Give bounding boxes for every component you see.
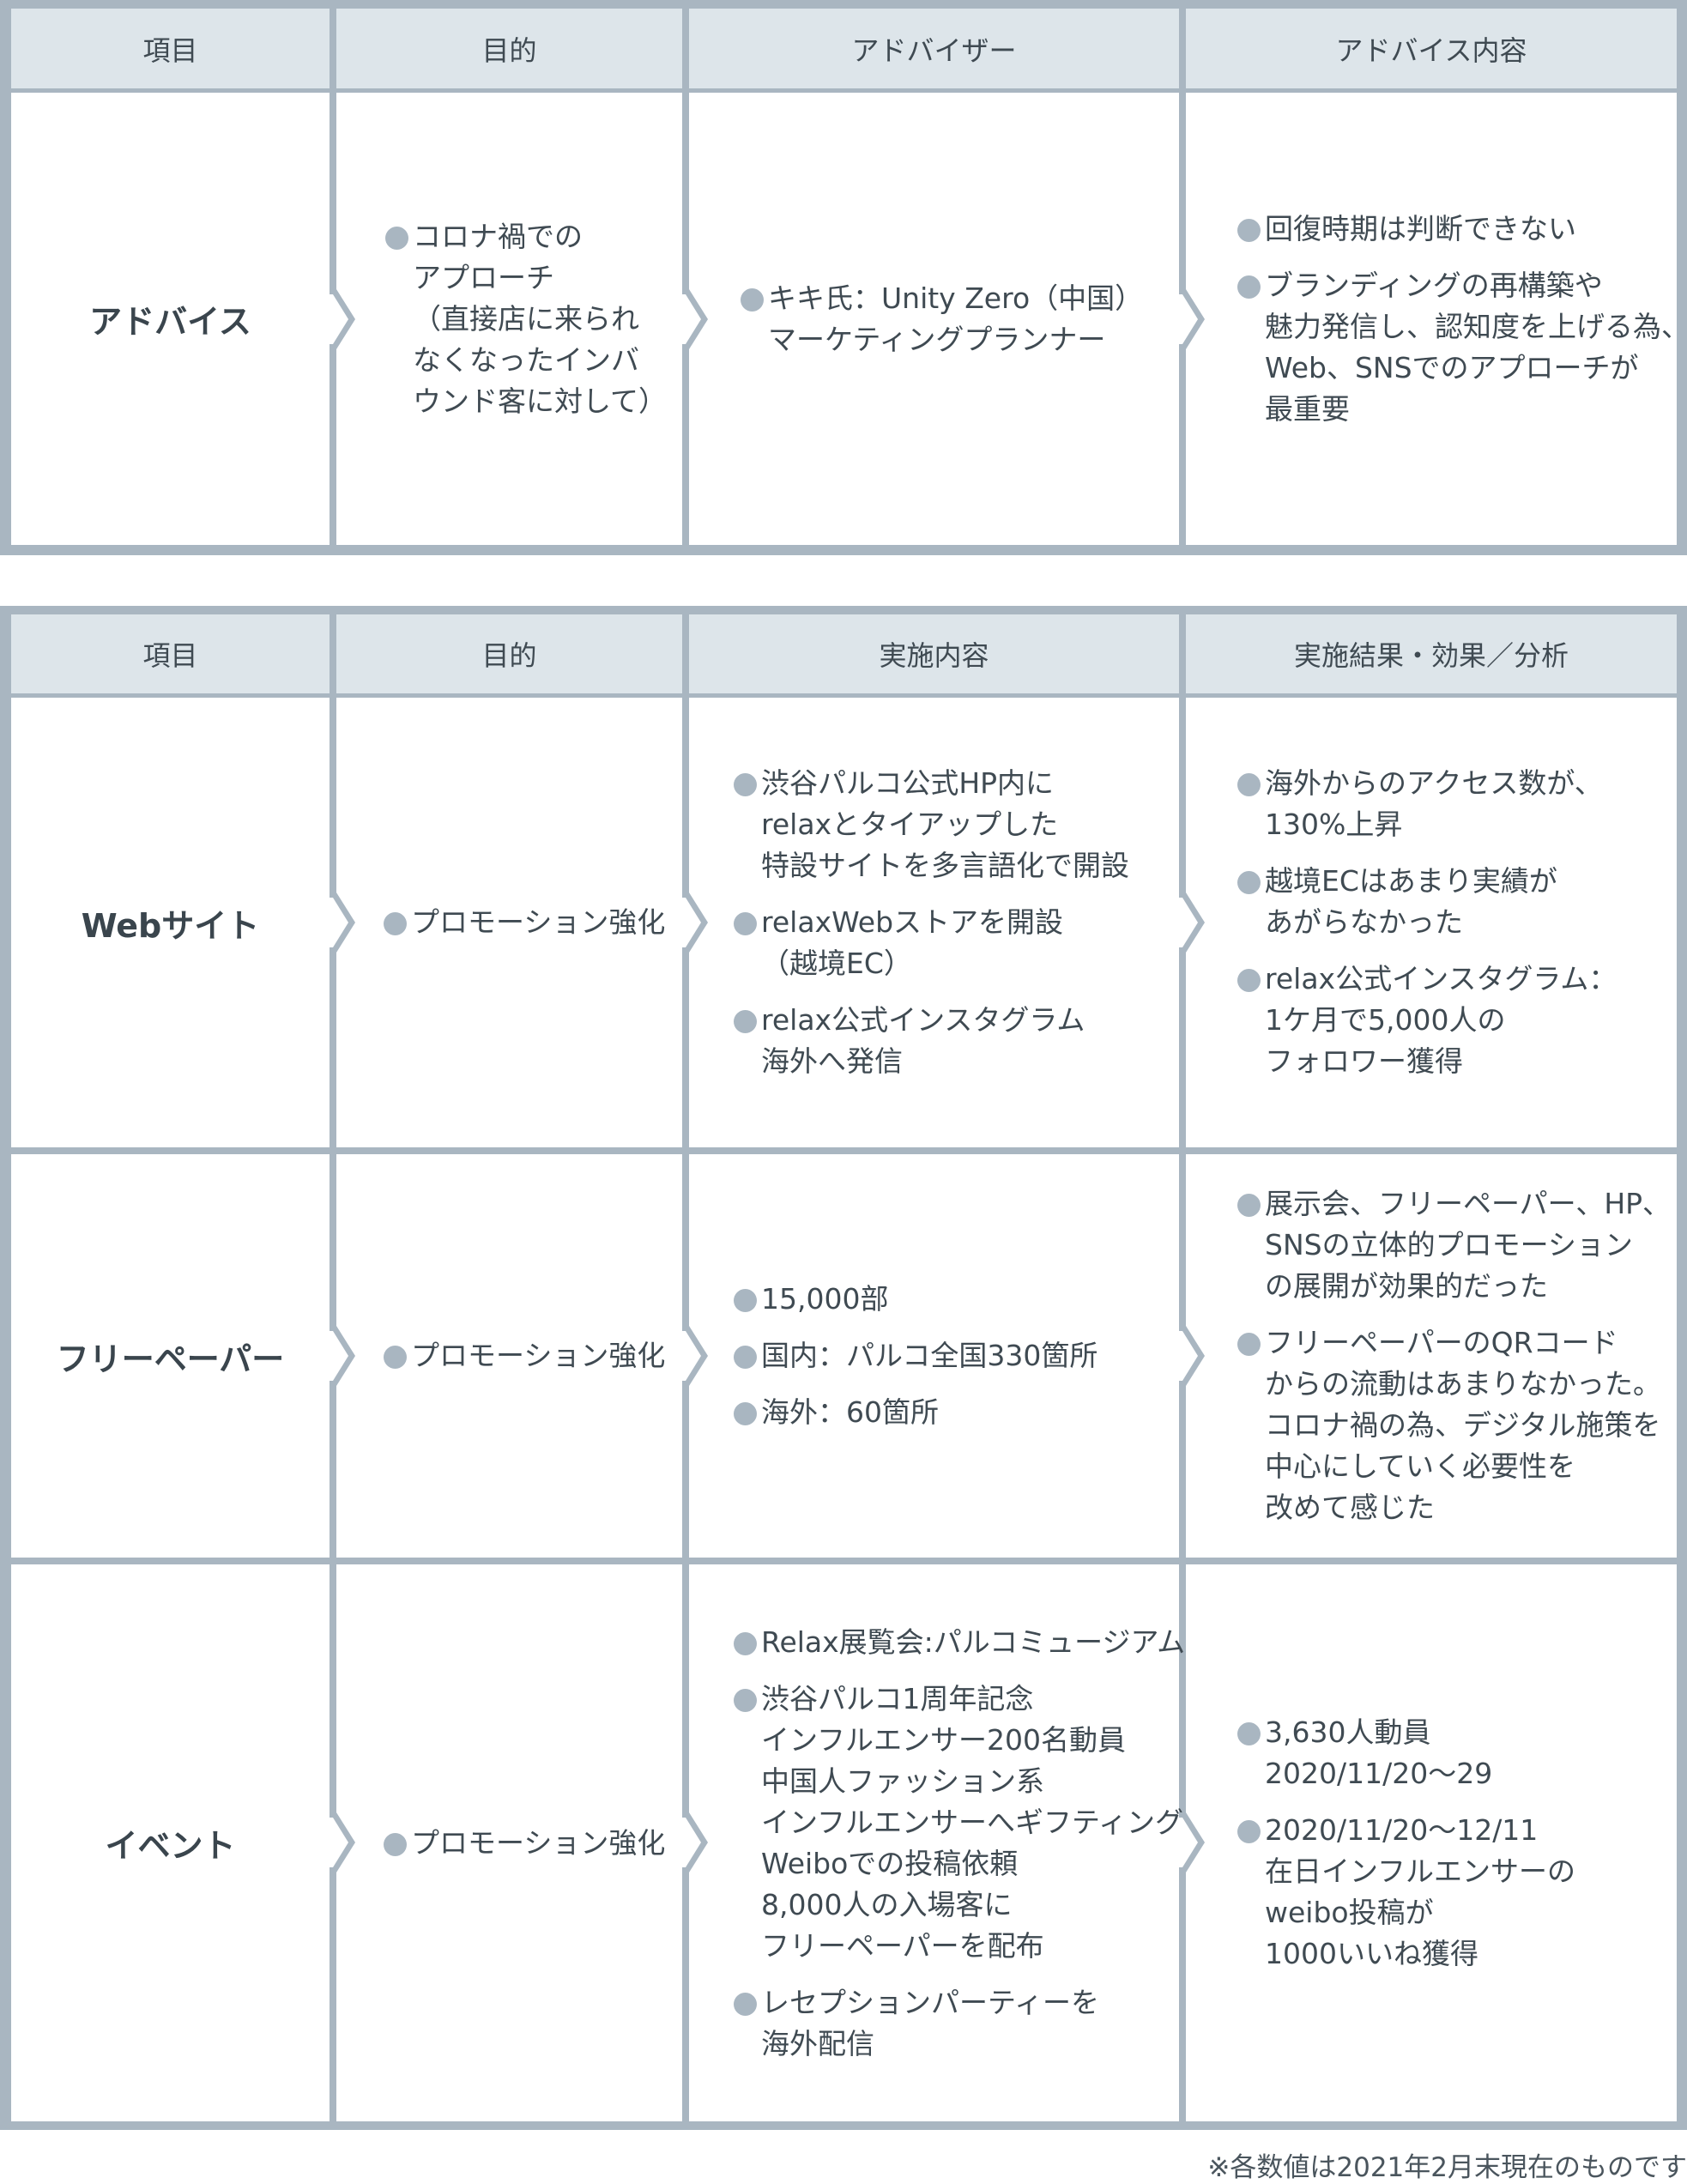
bullet-item: 展示会、フリーペーパー、HP、SNSの立体的プロモーションの展開が効果的だった — [1237, 1183, 1671, 1307]
chevron-right-icon — [1179, 289, 1205, 349]
bullet-item: 渋谷パルコ1周年記念インフルエンサー200名動員中国人ファッション系インフルエン… — [734, 1679, 1210, 1967]
bullet-item: プロモーション強化 — [384, 1823, 674, 1864]
bullet-item: 国内：パルコ全国330箇所 — [734, 1335, 1170, 1376]
bullet-item: relaxWebストアを開設（越境EC） — [734, 902, 1170, 984]
t1-advisor-cell: キキ氏：Unity Zero（中国）マーケティングプランナー — [689, 93, 1179, 545]
bullet-item: 海外からのアクセス数が、130%上昇 — [1237, 763, 1668, 845]
chevron-right-icon — [330, 1326, 355, 1386]
chevron-right-icon — [682, 1326, 708, 1386]
t2-freepaper-purpose-cell: プロモーション強化 — [336, 1154, 682, 1558]
bullet-item: 越境ECはあまり実績があがらなかった — [1237, 861, 1668, 943]
t2-header-purpose: 目的 — [336, 614, 682, 693]
chevron-right-icon — [682, 289, 708, 349]
chevron-right-icon — [330, 892, 355, 953]
t2-header-results: 実施結果・効果／分析 — [1186, 614, 1677, 693]
bullet-item: 回復時期は判断できない — [1237, 209, 1668, 250]
bullet-item: キキ氏：Unity Zero（中国）マーケティングプランナー — [741, 278, 1170, 360]
t2-row-label-event: イベント — [11, 1564, 330, 2121]
t1-header-item: 項目 — [11, 9, 330, 88]
t2-web-purpose-cell: プロモーション強化 — [336, 698, 682, 1147]
t1-header-advisor: アドバイザー — [689, 9, 1179, 88]
bullet-item: コロナ禍でのアプローチ（直接店に来られなくなったインバウンド客に対して） — [385, 216, 674, 422]
advice-table: 項目 目的 アドバイザー アドバイス内容 アドバイス コロナ禍でのアプローチ（直… — [0, 0, 1687, 555]
bullet-item: Relax展覧会:パルコミュージアム — [734, 1622, 1185, 1663]
bullet-item: フリーペーパーのQRコードからの流動はあまりなかった。コロナ禍の為、デジタル施策… — [1237, 1322, 1668, 1528]
t2-web-results-cell: 海外からのアクセス数が、130%上昇 越境ECはあまり実績があがらなかった re… — [1186, 698, 1677, 1147]
chevron-right-icon — [1179, 1326, 1205, 1386]
t2-event-purpose-cell: プロモーション強化 — [336, 1564, 682, 2121]
bullet-item: プロモーション強化 — [384, 902, 674, 943]
t1-header-purpose: 目的 — [336, 9, 682, 88]
chevron-right-icon — [682, 892, 708, 953]
bullet-item: プロモーション強化 — [384, 1335, 674, 1376]
bullet-item: レセプションパーティーを海外配信 — [734, 1982, 1170, 2065]
footnote: ※各数値は2021年2月末現在のものです — [1207, 2152, 1687, 2183]
chevron-right-icon — [330, 1812, 355, 1872]
t1-advice-cell: 回復時期は判断できない ブランディングの再構築や魅力発信し、認知度を上げる為、W… — [1186, 93, 1687, 545]
t1-purpose-cell: コロナ禍でのアプローチ（直接店に来られなくなったインバウンド客に対して） — [336, 93, 682, 545]
chevron-right-icon — [1179, 892, 1205, 953]
chevron-right-icon — [1179, 1812, 1205, 1872]
t2-header-item: 項目 — [11, 614, 330, 693]
t2-event-implementation-cell: Relax展覧会:パルコミュージアム 渋谷パルコ1周年記念インフルエンサー200… — [689, 1564, 1210, 2121]
chevron-right-icon — [682, 1812, 708, 1872]
implementation-table: 項目 目的 実施内容 実施結果・効果／分析 Webサイト プロモーション強化 渋… — [0, 606, 1687, 2130]
t2-row-label-web: Webサイト — [11, 698, 330, 1147]
t2-row-label-freepaper: フリーペーパー — [11, 1154, 330, 1558]
bullet-item: 海外：60箇所 — [734, 1392, 1170, 1433]
t2-freepaper-implementation-cell: 15,000部 国内：パルコ全国330箇所 海外：60箇所 — [689, 1154, 1179, 1558]
t1-row-label: アドバイス — [11, 93, 330, 545]
chevron-right-icon — [330, 289, 355, 349]
bullet-item: relax公式インスタグラム：1ケ月で5,000人のフォロワー獲得 — [1237, 959, 1668, 1082]
bullet-item: relax公式インスタグラム海外へ発信 — [734, 1000, 1170, 1082]
bullet-item: ブランディングの再構築や魅力発信し、認知度を上げる為、Web、SNSでのアプロー… — [1237, 265, 1687, 430]
bullet-item: 15,000部 — [734, 1279, 1170, 1320]
t2-header-implementation: 実施内容 — [689, 614, 1179, 693]
t1-header-advice-content: アドバイス内容 — [1186, 9, 1677, 88]
t2-freepaper-results-cell: 展示会、フリーペーパー、HP、SNSの立体的プロモーションの展開が効果的だった … — [1186, 1154, 1677, 1558]
